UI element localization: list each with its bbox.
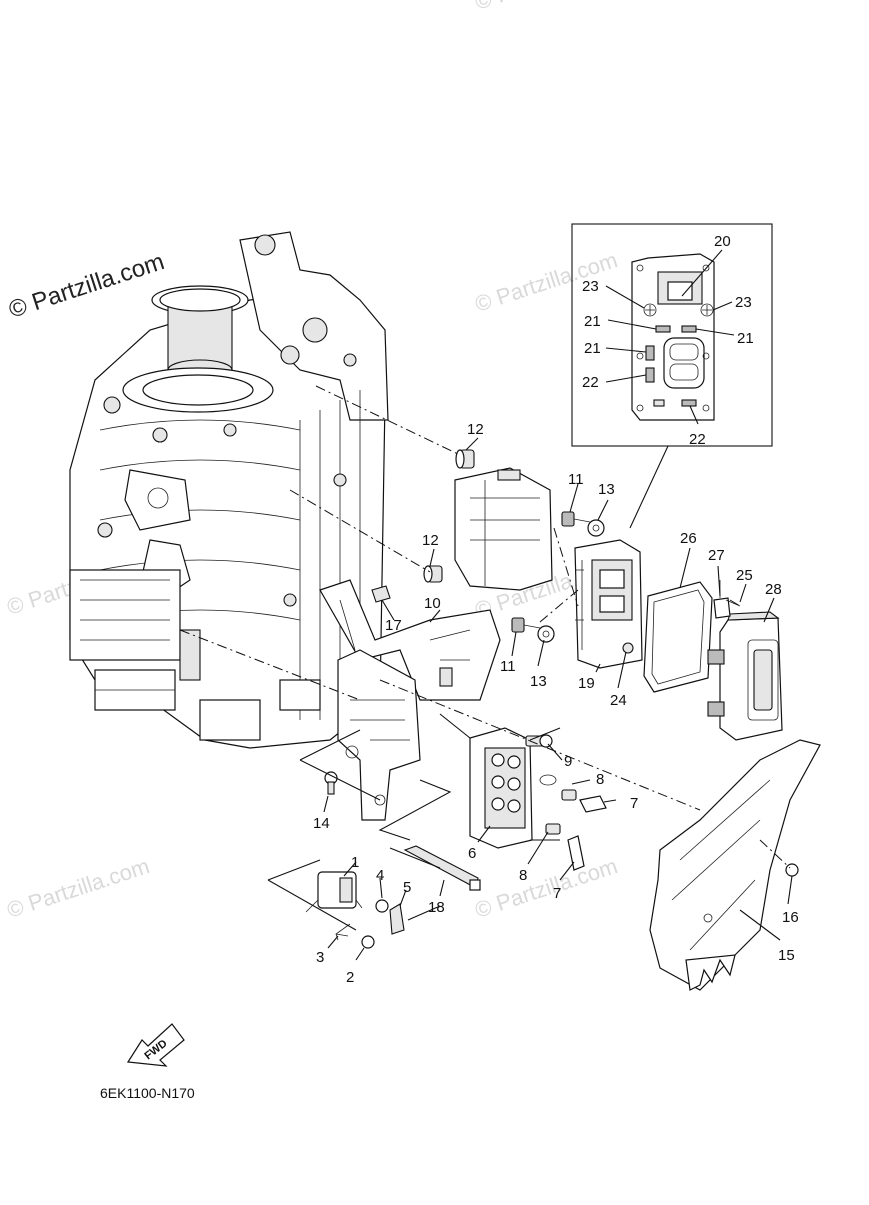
callout-21a: 21	[584, 313, 601, 330]
callout-7a: 7	[630, 795, 638, 812]
callout-25: 25	[736, 567, 753, 584]
watermark-faint: © Partzilla.com	[4, 853, 153, 923]
callout-18: 18	[428, 899, 445, 916]
callout-1: 1	[351, 854, 359, 871]
callout-10: 10	[424, 595, 441, 612]
callout-17: 17	[385, 617, 402, 634]
callout-11a: 11	[568, 471, 584, 488]
callout-12a: 12	[467, 421, 484, 438]
diagram-code: 6EK1100-N170	[100, 1085, 195, 1101]
callout-23b: 23	[735, 294, 752, 311]
callout-20: 20	[714, 233, 731, 250]
callout-3: 3	[316, 949, 324, 966]
callout-13b: 13	[530, 673, 547, 690]
electrical-box-assembly	[319, 467, 821, 991]
fwd-arrow: FWD	[126, 1023, 185, 1067]
callout-16: 16	[782, 909, 799, 926]
callout-4: 4	[376, 867, 384, 884]
callout-15: 15	[778, 947, 795, 964]
callout-5: 5	[403, 879, 411, 896]
callout-8a: 8	[596, 771, 604, 788]
callout-8b: 8	[519, 867, 527, 884]
callout-9: 9	[564, 753, 572, 770]
small-parts	[305, 449, 799, 949]
callout-2: 2	[346, 969, 354, 986]
callout-22a: 22	[582, 374, 599, 391]
callout-27: 27	[708, 547, 725, 564]
callout-19: 19	[578, 675, 595, 692]
callout-26: 26	[680, 530, 697, 547]
callout-13a: 13	[598, 481, 615, 498]
reference-lines	[179, 385, 793, 961]
callout-12b: 12	[422, 532, 439, 549]
watermark-main: © Partzilla.com	[6, 248, 168, 324]
callout-14: 14	[313, 815, 330, 832]
callout-28: 28	[765, 581, 782, 598]
callout-23a: 23	[582, 278, 599, 295]
callout-6: 6	[468, 845, 476, 862]
watermark-faint: © Partzilla.com	[472, 0, 621, 15]
watermark-faint: © Partzilla.com	[472, 853, 621, 923]
callout-11b: 11	[500, 658, 516, 675]
callout-24: 24	[610, 692, 627, 709]
engine-block	[69, 231, 389, 749]
callout-21c: 21	[584, 340, 601, 357]
callout-7b: 7	[553, 885, 561, 902]
detail-box	[571, 223, 773, 529]
callout-22b: 22	[689, 431, 706, 448]
callout-21b: 21	[737, 330, 754, 347]
callouts: 1 2 3 4 5 6 7 7 8 8 9 10 11 11 12 12 13 …	[313, 233, 799, 986]
